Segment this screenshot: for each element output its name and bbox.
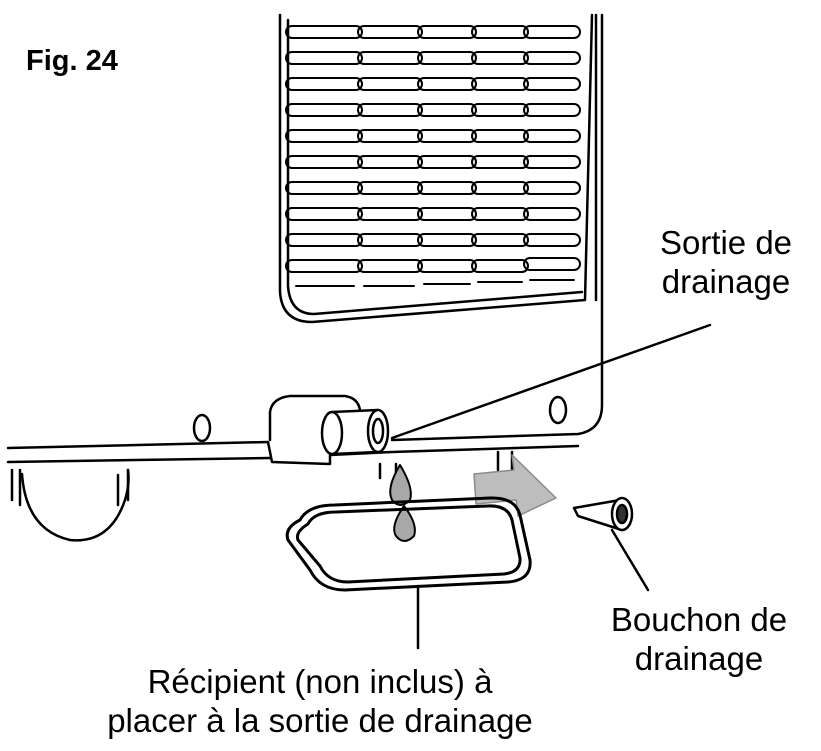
drain-outlet-label-line2: drainage [661,262,791,300]
drain-plug [572,496,634,532]
drain-outlet-label-line1: Sortie de [659,224,793,261]
air-grille [278,13,598,324]
drain-plug-label: Bouchon de drainage [586,601,812,679]
container-label: Récipient (non inclus) à placer à la sor… [40,663,600,741]
figure-label: Fig. 24 [26,45,118,77]
arrow-icon [473,454,557,517]
outlet-leader-line [390,323,712,440]
drain-outlet-label: Sortie de drainage [640,224,812,302]
container-tray [285,496,532,592]
drain-plug-label-line2: drainage [634,639,764,677]
water-drop-icon [389,464,416,542]
plug-leader-line [610,528,650,592]
container-label-line2: placer à la sortie de drainage [107,701,533,739]
container-label-line1: Récipient (non inclus) à [147,663,493,700]
drain-plug-label-line1: Bouchon de [610,601,788,638]
drain-outlet [320,408,390,456]
unit-body [6,13,604,542]
